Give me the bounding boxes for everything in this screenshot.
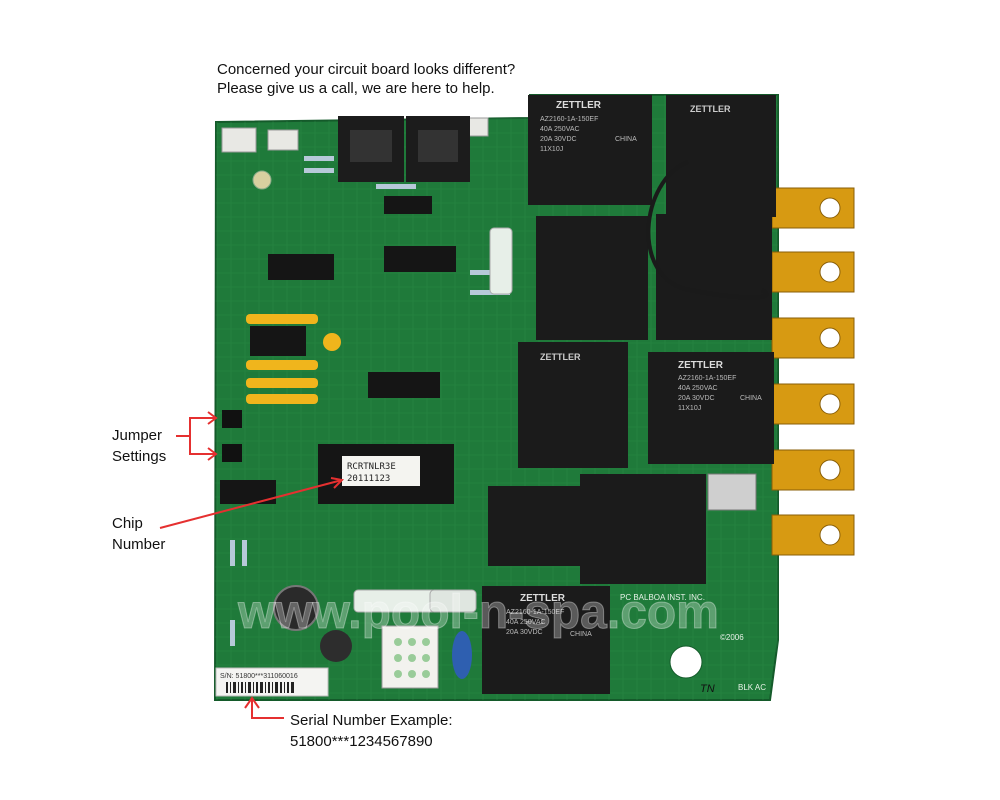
chip-arrow <box>159 477 345 529</box>
svg-text:40A 250VAC: 40A 250VAC <box>540 126 580 133</box>
serial-caption-line-2: 51800***1234567890 <box>290 733 433 750</box>
terminal-tab <box>771 383 855 425</box>
serial-caption-line-1: Serial Number Example: <box>290 712 453 729</box>
fuses <box>353 227 513 613</box>
svg-text:ZETTLER: ZETTLER <box>520 593 566 604</box>
eprom-chip: RCRTNLR3E 20111123 <box>318 444 454 504</box>
serial-arrow <box>244 696 284 719</box>
chip-label-line-2: 20111123 <box>347 474 390 484</box>
jumper-settings-label: Jumper Settings <box>112 425 166 467</box>
svg-text:20A 30VDC: 20A 30VDC <box>540 136 577 143</box>
svg-text:AZ2160-1A-150EF: AZ2160-1A-150EF <box>506 609 564 616</box>
svg-text:CHINA: CHINA <box>615 136 637 143</box>
power-connector <box>381 625 439 689</box>
serial-number-caption: Serial Number Example: 51800***123456789… <box>290 710 453 752</box>
relay: ZETTLER AZ2160-1A-150EF 40A 250VAC 20A 3… <box>648 352 774 464</box>
svg-text:AZ2160-1A-150EF: AZ2160-1A-150EF <box>540 116 598 123</box>
jumper-arrows <box>176 411 218 461</box>
svg-text:CHINA: CHINA <box>740 395 762 402</box>
svg-text:ZETTLER: ZETTLER <box>678 360 724 371</box>
relays: ZETTLER AZ2160-1A-150EF 40A 250VAC 20A 3… <box>482 95 776 694</box>
heatsink-strip <box>707 473 757 511</box>
jumper-label-line-1: Jumper <box>112 427 163 444</box>
svg-text:20A 30VDC: 20A 30VDC <box>678 395 715 402</box>
integrated-circuits <box>220 196 456 504</box>
caption-line-2: Please give us a call, we are here to he… <box>217 80 495 97</box>
svg-text:ZETTLER: ZETTLER <box>556 100 602 111</box>
svg-text:40A 250VAC: 40A 250VAC <box>506 619 546 626</box>
relay <box>536 216 648 340</box>
relay <box>488 486 584 566</box>
jumper-headers <box>222 410 242 462</box>
chip-number-label: Chip Number <box>112 513 165 555</box>
relay: ZETTLER <box>518 342 628 468</box>
terminal-tab <box>771 317 855 359</box>
relay: ZETTLER AZ2160-1A-150EF 40A 250VAC 20A 3… <box>528 95 652 205</box>
capacitors <box>246 170 472 679</box>
jumper-wire <box>646 160 769 300</box>
mounting-hole <box>669 645 703 679</box>
terminal-text: BLK AC <box>738 683 766 692</box>
barcode <box>226 682 294 693</box>
corner-text: TN <box>700 683 715 695</box>
year-text: ©2006 <box>720 633 744 642</box>
terminal-tab <box>771 514 855 556</box>
relay <box>656 214 772 340</box>
header-connectors <box>221 117 489 153</box>
caption-line-1: Concerned your circuit board looks diffe… <box>217 61 516 78</box>
terminal-tab <box>771 187 855 229</box>
terminal-tab <box>771 449 855 491</box>
svg-text:20A 30VDC: 20A 30VDC <box>506 629 543 636</box>
chip-label-line-1: RCRTNLR3E <box>347 462 396 472</box>
svg-text:11X10J: 11X10J <box>540 146 563 153</box>
svg-text:AZ2160-1A-150EF: AZ2160-1A-150EF <box>678 375 736 382</box>
serial-sticker: S/N: 51800***311060016 <box>215 667 329 697</box>
svg-text:CHINA: CHINA <box>570 631 592 638</box>
terminal-tabs <box>771 187 855 556</box>
relay: ZETTLER <box>666 95 776 217</box>
relay: ZETTLER AZ2160-1A-150EF 40A 250VAC 20A 3… <box>482 586 610 694</box>
watermark: www.pool-n-spa.com <box>237 586 719 639</box>
serial-sticker-text: S/N: 51800***311060016 <box>220 673 298 680</box>
svg-text:ZETTLER: ZETTLER <box>690 104 731 114</box>
header-caption: Concerned your circuit board looks diffe… <box>217 60 515 98</box>
relay <box>580 474 706 584</box>
svg-text:11X10J: 11X10J <box>678 405 701 412</box>
svg-text:40A 250VAC: 40A 250VAC <box>678 385 718 392</box>
rj-jacks <box>338 116 470 182</box>
chip-label-line-2-text: Number <box>112 536 166 553</box>
jumper-label-line-2: Settings <box>112 448 167 465</box>
chip-label-line-1-text: Chip <box>112 515 143 532</box>
terminal-tab <box>771 251 855 293</box>
maker-text: PC BALBOA INST. INC. <box>620 593 705 602</box>
svg-text:ZETTLER: ZETTLER <box>540 352 581 362</box>
